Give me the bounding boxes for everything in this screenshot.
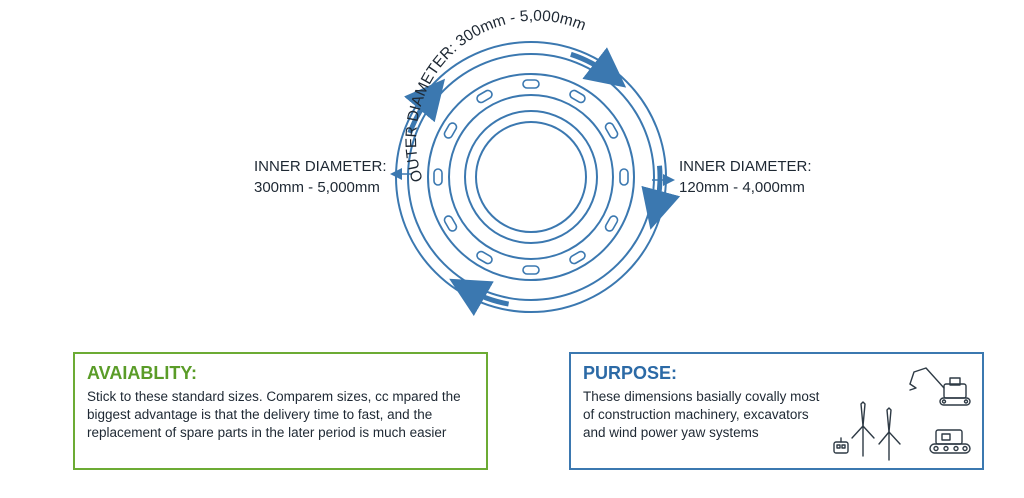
roller [522,265,540,275]
roller [604,215,619,232]
availability-box: AVAIABLITY: Stick to these standard size… [73,352,488,470]
ring-4 [448,94,614,260]
roller [569,89,586,104]
roller [476,250,493,265]
roller [569,250,586,265]
availability-text: Stick to these standard sizes. Comparem … [87,389,461,440]
rotation-arrow [641,165,681,230]
rotation-arrow [404,78,446,134]
tracked-vehicle-icon [929,429,971,454]
purpose-title: PURPOSE: [583,363,678,383]
roller [443,122,458,139]
inner-diameter-right: INNER DIAMETER: 120mm - 4,000mm [679,156,812,198]
inner-right-title: INNER DIAMETER: [679,158,812,175]
inner-diameter-left: INNER DIAMETER: 300mm - 5,000mm [254,156,387,198]
roller [522,79,540,89]
wind-turbine-icon [851,401,901,461]
availability-title: AVAIABLITY: [87,363,197,383]
roller [476,89,493,104]
machinery-illustration [833,367,971,461]
ring-3 [427,73,635,281]
rotation-arrow [570,47,627,88]
inner-right-value: 120mm - 4,000mm [679,179,805,196]
roller [619,168,629,186]
purpose-box: PURPOSE: These dimensions basially coval… [569,352,984,470]
bearing-diagram: OUTER DIAMETER: 300mm - 5,000mm [390,8,681,317]
rotation-arrows [404,47,681,317]
excavator-icon [909,367,971,406]
roller [604,122,619,139]
inner-ring [475,121,587,233]
roller [443,215,458,232]
inner-left-value: 300mm - 5,000mm [254,179,380,196]
inner-left-title: INNER DIAMETER: [254,158,387,175]
ring-5 [464,110,598,244]
purpose-text: These dimensions basially covally most o… [583,389,820,440]
roller [433,168,443,186]
ring-2 [407,53,655,301]
rotation-arrow [449,278,510,317]
robot-icon [833,437,849,454]
rollers [433,79,629,275]
